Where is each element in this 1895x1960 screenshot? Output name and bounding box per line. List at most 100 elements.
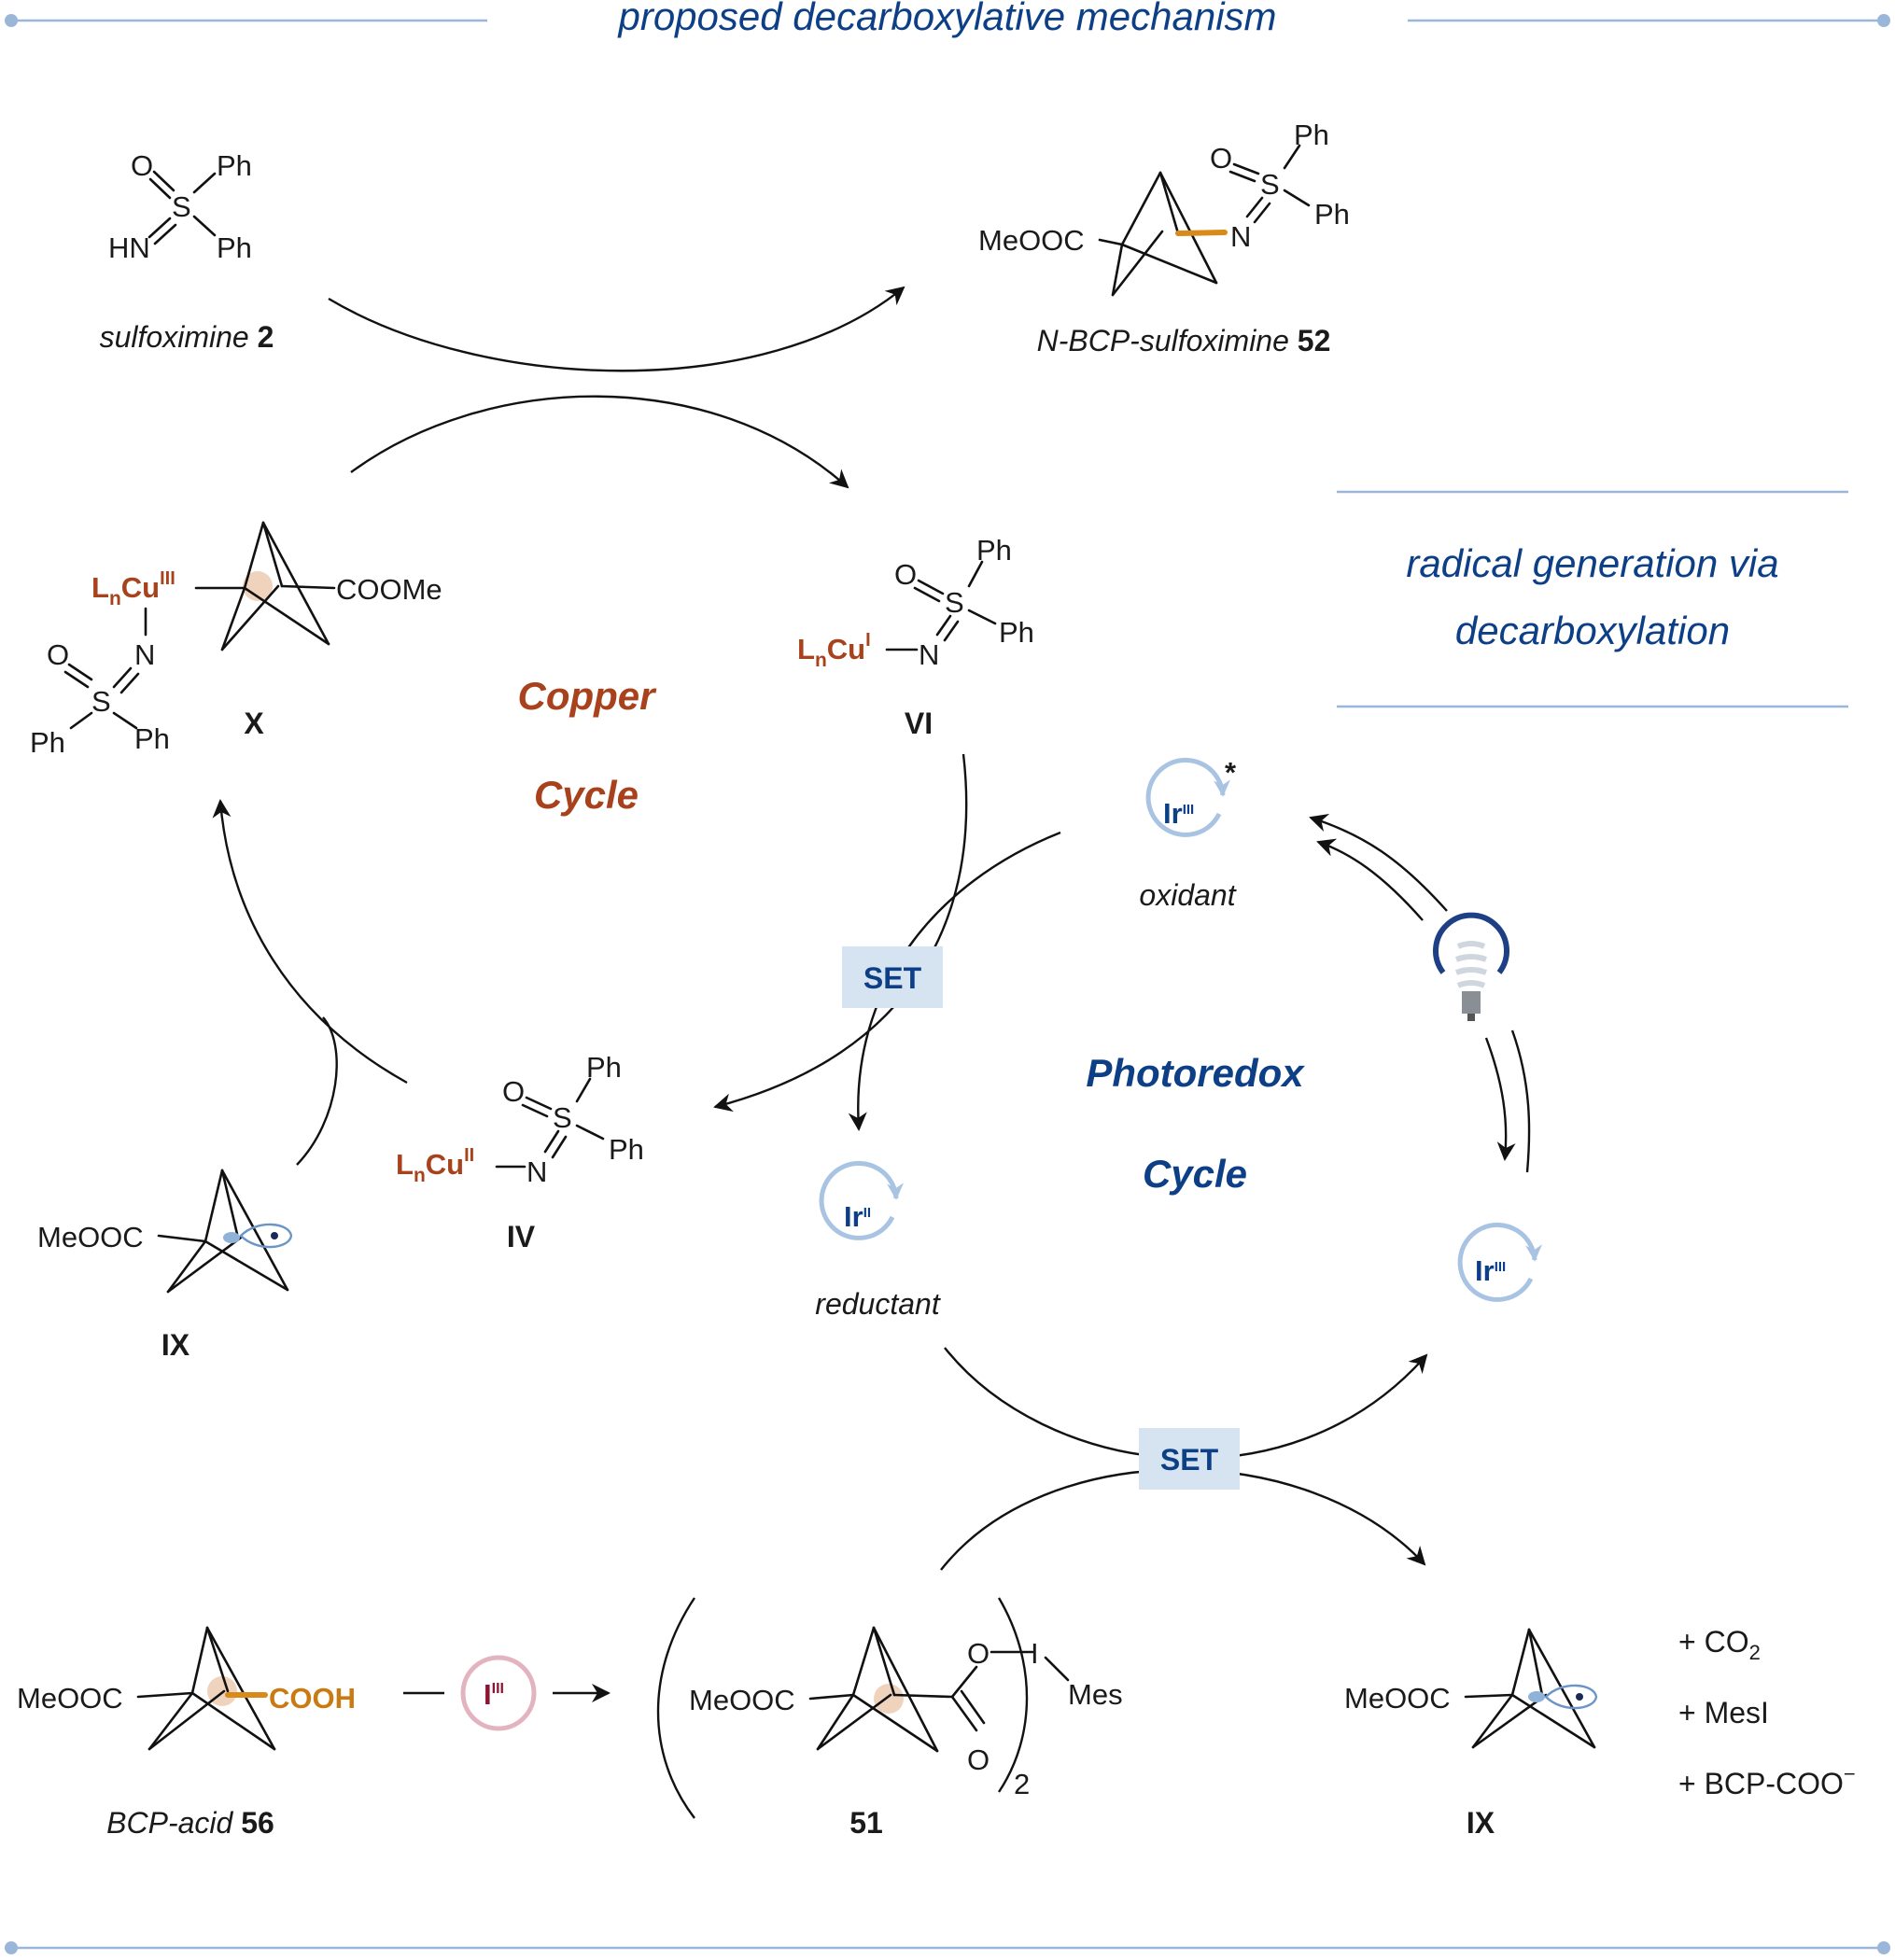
svg-text:Ph: Ph xyxy=(30,726,65,759)
intermediate-iv: LnCuII N S O Ph Ph IV xyxy=(396,1051,644,1253)
sulfoximine-2: O S Ph Ph HN sulfoximine 2 xyxy=(100,149,274,354)
cycle-arrow-icon xyxy=(1457,1222,1542,1302)
svg-text:S: S xyxy=(1260,168,1280,201)
svg-text:Cycle: Cycle xyxy=(1143,1152,1247,1196)
label-vi: VI xyxy=(905,707,933,740)
byproduct-mesi: + MesI xyxy=(1678,1696,1769,1729)
svg-text:LnCuI: LnCuI xyxy=(797,630,871,671)
svg-text:MeOOC: MeOOC xyxy=(1344,1682,1451,1715)
svg-text:O: O xyxy=(1210,142,1232,175)
label-x: X xyxy=(244,707,264,740)
light-bulb-icon xyxy=(1433,912,1509,1021)
svg-text:N: N xyxy=(919,638,939,671)
copper-cycle-label: Copper Cycle xyxy=(518,674,658,817)
side-title-line2: decarboxylation xyxy=(1455,609,1730,652)
arc-x-to-vi xyxy=(350,395,849,489)
label-51: 51 xyxy=(849,1806,883,1840)
svg-text:MeOOC: MeOOC xyxy=(17,1682,123,1715)
set-box-top xyxy=(842,946,943,1008)
svg-text:Mes: Mes xyxy=(1068,1678,1123,1711)
svg-text:Ph: Ph xyxy=(217,231,252,264)
svg-text:*: * xyxy=(1225,756,1237,789)
svg-text:O: O xyxy=(967,1637,990,1670)
radical-ix-right: MeOOC IX xyxy=(1344,1628,1598,1840)
side-title-line1: radical generation via xyxy=(1406,541,1778,585)
reductant-label: reductant xyxy=(815,1287,941,1321)
label-iv: IV xyxy=(507,1220,536,1253)
photoredox-cycle-label: Photoredox Cycle xyxy=(1086,1051,1305,1196)
svg-text:I: I xyxy=(1031,1637,1039,1670)
ir-ii-reductant: IrII reductant xyxy=(815,1160,941,1321)
byproduct-co2: + CO2 xyxy=(1678,1625,1761,1664)
svg-text:HN: HN xyxy=(108,231,150,264)
svg-text:N: N xyxy=(134,638,155,671)
svg-text:MeOOC: MeOOC xyxy=(689,1684,795,1716)
svg-text:Cycle: Cycle xyxy=(534,773,639,817)
arrow-relax-down-2 xyxy=(1510,1029,1531,1173)
svg-text:IrII: IrII xyxy=(844,1200,871,1233)
svg-text:Photoredox: Photoredox xyxy=(1086,1051,1305,1095)
svg-text:IrIII: IrIII xyxy=(1163,797,1194,830)
svg-text:Ph: Ph xyxy=(1294,119,1329,151)
arc-ix-in xyxy=(296,1016,338,1166)
svg-text:O: O xyxy=(967,1743,990,1776)
arrow-excite-back-2 xyxy=(1316,838,1424,921)
bcp-acid-56: MeOOC COOH BCP-acid 56 xyxy=(17,1626,356,1840)
svg-text:LnCuII: LnCuII xyxy=(396,1145,474,1186)
label-ix-right: IX xyxy=(1467,1806,1495,1840)
set-box-bottom xyxy=(1139,1428,1240,1490)
svg-text:Ph: Ph xyxy=(609,1133,644,1166)
cycle-arrow-icon xyxy=(1145,757,1230,837)
iodine-reagent-arrow: IIII xyxy=(403,1655,611,1731)
product-52: MeOOC N S O Ph Ph N-BCP-sulfoximine 52 xyxy=(978,119,1350,357)
cycle-arrow-icon xyxy=(819,1160,904,1240)
svg-text:Ph: Ph xyxy=(976,534,1012,567)
svg-text:S: S xyxy=(172,190,191,223)
svg-text:O: O xyxy=(894,558,917,591)
svg-text:MeOOC: MeOOC xyxy=(37,1221,144,1253)
arrow-relax-down xyxy=(1484,1037,1516,1161)
bcp-acid-label: BCP-acid 56 xyxy=(106,1806,274,1840)
svg-text:O: O xyxy=(502,1075,525,1108)
intermediate-51: MeOOC O O I Mes 2 51 xyxy=(656,1597,1123,1840)
svg-text:COOMe: COOMe xyxy=(336,573,442,606)
byproducts: + CO2 + MesI + BCP-COO− xyxy=(1678,1625,1856,1800)
set-label-bottom: SET xyxy=(1160,1443,1219,1477)
oxidant-label: oxidant xyxy=(1139,878,1236,912)
svg-text:COOH: COOH xyxy=(269,1682,356,1715)
footer-rule xyxy=(5,1941,1890,1954)
svg-text:S: S xyxy=(91,685,111,718)
svg-text:O: O xyxy=(47,638,69,671)
arrow-excite-back xyxy=(1309,813,1448,912)
svg-text:Ph: Ph xyxy=(217,149,252,182)
svg-text:IIII: IIII xyxy=(484,1678,504,1711)
byproduct-bcp-coo: + BCP-COO− xyxy=(1678,1762,1856,1800)
svg-text:N: N xyxy=(1230,220,1251,253)
set-label-top: SET xyxy=(863,961,922,995)
svg-text:O: O xyxy=(131,149,153,182)
ir-iii-excited: IrIII * oxidant xyxy=(1139,756,1237,912)
ir-iii-ground: IrIII xyxy=(1457,1222,1542,1302)
header-title: proposed decarboxylative mechanism xyxy=(616,0,1276,38)
svg-text:Ph: Ph xyxy=(134,722,170,755)
svg-text:LnCuIII: LnCuIII xyxy=(91,568,175,609)
sulfoximine-label: sulfoximine 2 xyxy=(100,320,274,354)
arc-iv-to-x xyxy=(212,799,408,1085)
svg-text:Ph: Ph xyxy=(1314,198,1350,231)
header: proposed decarboxylative mechanism xyxy=(5,0,1890,38)
svg-text:Copper: Copper xyxy=(518,674,658,718)
arc-vi-to-iv xyxy=(713,753,968,1113)
svg-text:2: 2 xyxy=(1014,1768,1030,1800)
arc-sulfoximine-to-product xyxy=(328,286,905,372)
svg-text:S: S xyxy=(553,1101,572,1134)
svg-text:IrIII: IrIII xyxy=(1475,1254,1506,1287)
product-label: N-BCP-sulfoximine 52 xyxy=(1037,324,1331,357)
svg-text:S: S xyxy=(945,586,964,619)
svg-text:Ph: Ph xyxy=(999,616,1034,649)
svg-text:N: N xyxy=(526,1155,547,1188)
svg-text:Ph: Ph xyxy=(586,1051,622,1084)
side-title: radical generation via decarboxylation xyxy=(1337,490,1848,708)
radical-ix-left: MeOOC IX xyxy=(37,1169,293,1362)
intermediate-x: LnCuIII COOMe N S O Ph Ph X xyxy=(30,521,442,759)
